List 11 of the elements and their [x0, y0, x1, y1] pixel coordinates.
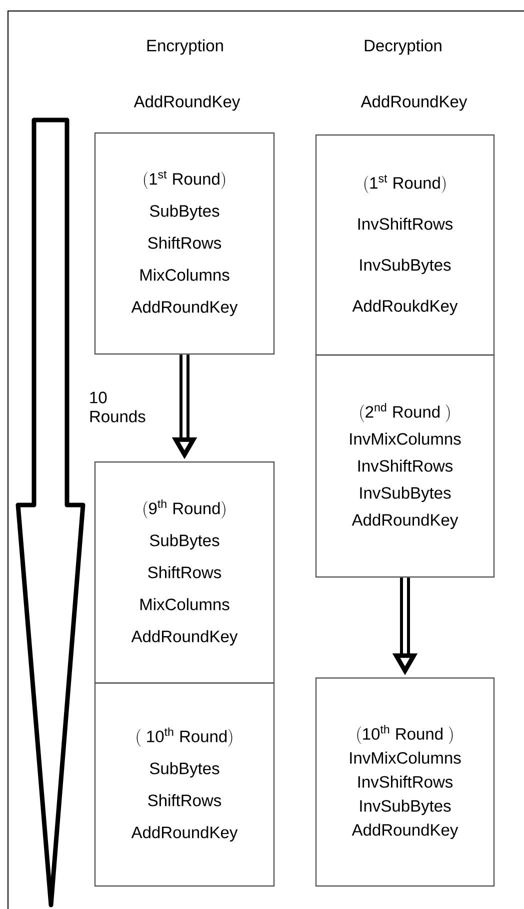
- round-box: $\mathrm{(10^{th}\ Round\ )}$ InvMixColumns InvShiftRows InvSubBytes AddRoundKey: [315, 677, 495, 887]
- round-box: $\mathrm{(2^{nd}\ Round\ )}$ InvMixColumns InvShiftRows InvSubBytes AddRoundKey: [315, 354, 495, 578]
- round-box: $\mathrm{(1^{st}\ Round)}$ SubBytes ShiftRows MixColumns AddRoundKey: [94, 132, 275, 355]
- round-box: $\mathrm{(\ 10^{th}\ Round)}$ SubBytes ShiftRows AddRoundKey: [94, 682, 275, 887]
- column-heading: AddRoundKey: [360, 95, 468, 111]
- round-box: $\mathrm{(1^{st}\ Round)}$ InvShiftRows InvSubBytes AddRoukdKey: [315, 134, 495, 356]
- edge-label: 10 Rounds: [90, 392, 146, 422]
- column-heading: Encryption: [147, 39, 223, 55]
- column-heading: AddRoundKey: [134, 95, 240, 111]
- column-heading: Decryption: [364, 39, 442, 55]
- round-box: $\mathrm{(9^{th}\ Round)}$ SubBytes ShiftRows MixColumns AddRoundKey: [94, 461, 275, 684]
